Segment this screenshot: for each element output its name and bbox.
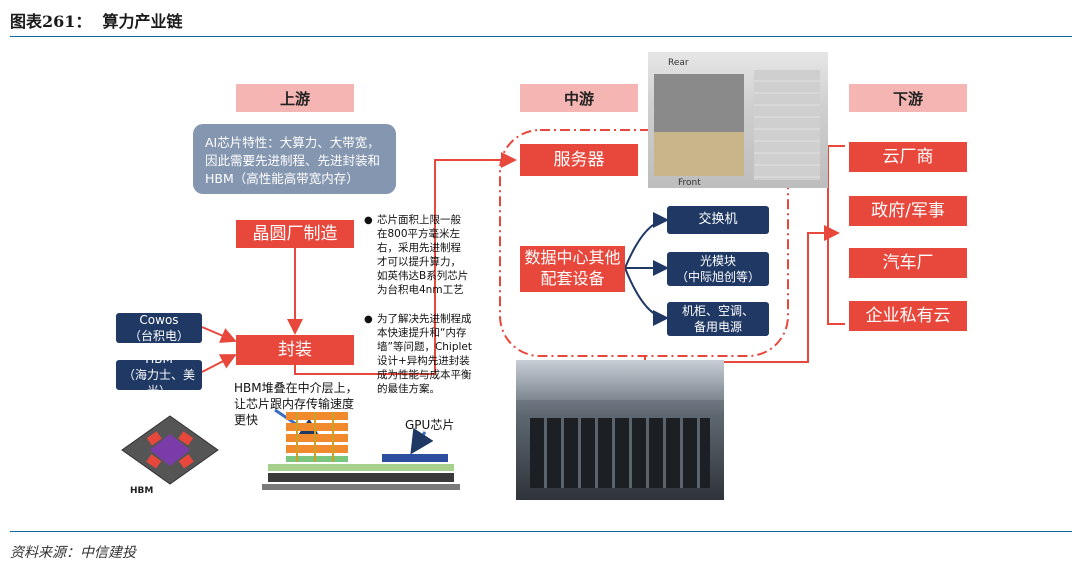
gpu-caption: GPU芯片 (405, 418, 455, 432)
gpu-caption-arrow (410, 427, 434, 455)
datacenter-photo (516, 360, 724, 500)
switch-box: 交换机 (667, 206, 769, 234)
wafer-fab-box: 晶圆厂制造 (236, 220, 354, 248)
hbm-caption: HBM堆叠在中介层上，让芯片跟内存传输速度更快 (234, 381, 358, 428)
hbm-stack-illustration (262, 412, 460, 490)
server-chassis-top (654, 74, 744, 134)
downstream-item-private-cloud: 企业私有云 (849, 301, 967, 331)
downstream-item-government: 政府/军事 (849, 196, 967, 226)
footer-rule (10, 531, 1072, 532)
cowos-to-package-arrow (201, 326, 237, 343)
packaging-box: 封装 (236, 335, 354, 365)
datacenter-racks (530, 418, 710, 488)
server-box: 服务器 (520, 144, 638, 176)
chiplet-note: ● 为了解决先进制程成本快速提升和“内存墙”等问题，Chiplet设计+异构先进… (364, 313, 473, 397)
chip-feature-box: AI芯片特性：大算力、大带宽，因此需要先进制程、先进封装和HBM（高性能高带宽内… (193, 124, 396, 194)
title-rule (10, 36, 1072, 37)
branch-switch (624, 212, 669, 269)
server-photo: Rear Front (648, 52, 828, 188)
downstream-header: 下游 (849, 84, 967, 112)
process-note-text: 芯片面积上限一般在800平方毫米左右，采用先进制程才可以提升算力，如英伟达B系列… (377, 214, 469, 296)
dc-equipment-box: 数据中心其他配套设备 (520, 246, 625, 292)
hbm-package-illustration (121, 415, 219, 485)
hbm-vendor-box: HBM （海力士、美光） (116, 360, 202, 390)
branch-cabinet (624, 267, 669, 326)
bullet-icon: ● (364, 314, 373, 325)
process-note: ● 芯片面积上限一般在800平方毫米左右，采用先进制程才可以提升算力，如英伟达B… (364, 214, 469, 298)
downstream-item-auto: 汽车厂 (849, 248, 967, 278)
figure-source: 资料来源：中信建投 (10, 545, 136, 561)
optical-module-box: 光模块 （中际旭创等） (667, 252, 769, 286)
photo-front-label: Front (678, 178, 701, 188)
cowos-box: Cowos （台积电） (116, 313, 202, 343)
server-chassis-front (654, 132, 744, 176)
datacenter-ceiling (516, 360, 724, 400)
upstream-header: 上游 (236, 84, 354, 112)
downstream-bracket (827, 145, 845, 325)
downstream-item-cloud: 云厂商 (849, 142, 967, 172)
hbm-diagram-label: HBM (130, 486, 154, 496)
cabinet-box: 机柜、空调、备用电源 (667, 302, 769, 336)
hbm-to-package-arrow (201, 354, 237, 373)
server-spec-text (754, 70, 820, 180)
bullet-icon: ● (364, 215, 373, 226)
chiplet-note-text: 为了解决先进制程成本快速提升和“内存墙”等问题，Chiplet设计+异构先进封装… (377, 313, 473, 395)
package-to-server-arrow (294, 152, 517, 375)
photo-rear-label: Rear (668, 58, 689, 68)
midstream-header: 中游 (520, 84, 638, 112)
figure-title: 图表261： 算力产业链 (10, 12, 183, 31)
